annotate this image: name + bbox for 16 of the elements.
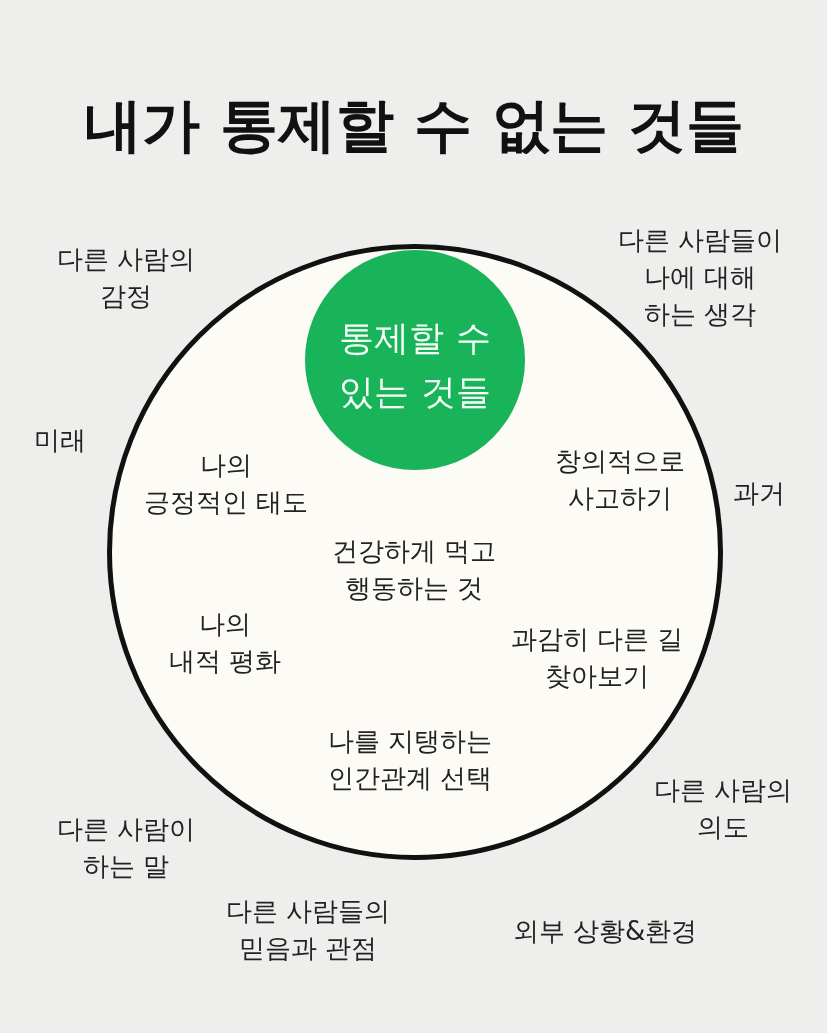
outer-label: 다른 사람의 감정 <box>56 243 196 313</box>
outer-label: 다른 사람의 의도 <box>653 774 793 844</box>
outer-label: 다른 사람이 하는 말 <box>56 813 196 883</box>
circle-heading: 통제할 수 있는 것들 <box>339 317 491 414</box>
item-label: 나의 내적 평화 <box>168 608 282 678</box>
outer-label: 다른 사람들의 믿음과 관점 <box>225 895 391 965</box>
title: 내가 통제할 수 없는 것들 <box>83 90 745 160</box>
item-label: 창의적으로 사고하기 <box>555 445 685 515</box>
outer-label: 과거 <box>733 476 785 510</box>
item-label: 나를 지탱하는 인간관계 선택 <box>327 725 493 795</box>
outer-label: 다른 사람들이 나에 대해 하는 생각 <box>617 223 783 331</box>
outer-label: 미래 <box>34 423 86 457</box>
item-label: 과감히 다른 길 찾아보기 <box>510 623 684 693</box>
outer-label: 외부 상황&환경 <box>512 914 698 948</box>
item-label: 나의 긍정적인 태도 <box>143 449 309 519</box>
item-label: 건강하게 먹고 행동하는 것 <box>331 535 497 605</box>
